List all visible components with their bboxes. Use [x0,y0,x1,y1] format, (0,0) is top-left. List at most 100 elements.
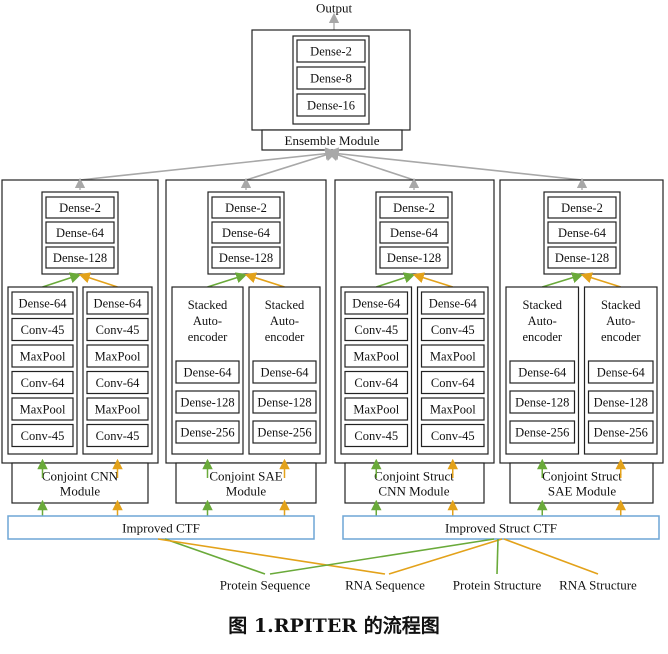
layer-label: Conv-45 [354,323,398,337]
layer-label: Dense-64 [352,297,401,311]
layer-box [86,423,149,448]
layer-label: Dense-128 [180,396,234,410]
module-to-ensemble-arrow [325,147,583,181]
layer-box [86,291,149,315]
layer-label: Dense-256 [515,426,569,440]
module-label-line: Conjoint SAE [209,469,282,484]
layer-label: MaxPool [20,403,66,417]
layer-box [45,246,115,269]
layer-box [252,360,317,384]
layer-label: Dense-128 [594,396,648,410]
layer-label: Dense-16 [307,99,355,113]
improved-ctf-label: Improved CTF [122,521,200,536]
figure-caption: 图 1.RPITER 的流程图 [228,615,440,637]
sae-title-line: Auto- [606,314,635,328]
layer-box [420,317,485,342]
layer-box [211,221,281,244]
layer-box [296,66,366,90]
layer-box [86,344,149,368]
module-label-line: Module [226,484,267,499]
layer-label: Dense-2 [393,201,435,215]
layer-box [11,423,74,448]
ensemble-module-label: Ensemble Module [285,133,380,148]
layer-label: Dense-2 [225,201,267,215]
module-label-box [11,462,149,504]
layer-box [379,246,449,269]
layer-label: Dense-64 [222,226,271,240]
layer-box [175,390,240,414]
layer-box [211,246,281,269]
sae-title-line: encoder [188,330,228,344]
layer-box [587,390,654,414]
layer-label: Dense-256 [257,426,311,440]
rna-sequence-struct-link [388,538,503,575]
layer-label: Dense-256 [594,426,648,440]
rna-sequence-link [157,538,386,575]
layer-box [211,196,281,219]
module-label-line: Conjoint CNN [42,469,119,484]
protein-branch-arrow [542,272,584,288]
sae-title-line: Stacked [601,298,641,312]
layer-box [86,317,149,342]
layer-label: Dense-64 [390,226,439,240]
sae-title-line: Stacked [522,298,562,312]
layer-label: Dense-128 [515,396,569,410]
layer-box [509,420,576,444]
module-label-box [344,462,485,504]
protein-branch-arrow [207,272,248,288]
layer-box [252,390,317,414]
layer-box [11,344,74,368]
layer-label: Dense-64 [56,226,105,240]
input-label: Protein Sequence [220,578,311,593]
layer-label: Dense-64 [518,366,567,380]
layer-box [547,246,617,269]
layer-label: Dense-256 [180,426,234,440]
output-label: Output [316,1,353,16]
layer-box [587,360,654,384]
input-label: Protein Structure [453,578,542,593]
layer-label: Conv-64 [96,376,141,390]
layer-box [344,291,409,315]
sae-title-line: Auto- [528,314,557,328]
module-label-line: Module [60,484,101,499]
layer-label: MaxPool [95,350,141,364]
layer-label: Dense-64 [261,366,310,380]
layer-box [344,317,409,342]
sae-title-line: Stacked [265,298,305,312]
rna-branch-arrow [580,272,621,288]
layer-box [344,344,409,368]
layer-box [296,93,366,117]
layer-label: Dense-64 [19,297,68,311]
layer-label: Dense-64 [558,226,607,240]
layer-box [379,221,449,244]
protein-sequence-link [164,538,266,575]
input-label: RNA Structure [559,578,637,593]
module-label-box [175,462,317,504]
input-label: RNA Sequence [345,578,425,593]
layer-box [45,196,115,219]
layer-label: Dense-128 [387,251,441,265]
sae-title-line: encoder [522,330,562,344]
sae-title-line: encoder [601,330,641,344]
layer-label: Dense-128 [257,396,311,410]
layer-label: Conv-64 [21,376,66,390]
layer-label: MaxPool [353,350,399,364]
layer-box [547,196,617,219]
sae-title-line: Stacked [188,298,228,312]
layer-box [344,423,409,448]
layer-label: MaxPool [20,350,66,364]
layer-box [86,370,149,395]
layer-label: Conv-64 [431,376,476,390]
layer-label: Conv-45 [21,429,65,443]
module-to-ensemble-arrow [79,147,339,181]
layer-label: Conv-45 [96,429,140,443]
layer-box [344,370,409,395]
layer-label: MaxPool [95,403,141,417]
layer-label: Dense-128 [555,251,609,265]
sae-title-line: encoder [265,330,305,344]
layer-label: MaxPool [430,350,476,364]
layer-label: Conv-45 [96,323,140,337]
layer-label: MaxPool [353,403,399,417]
module-label-line: CNN Module [378,484,449,499]
